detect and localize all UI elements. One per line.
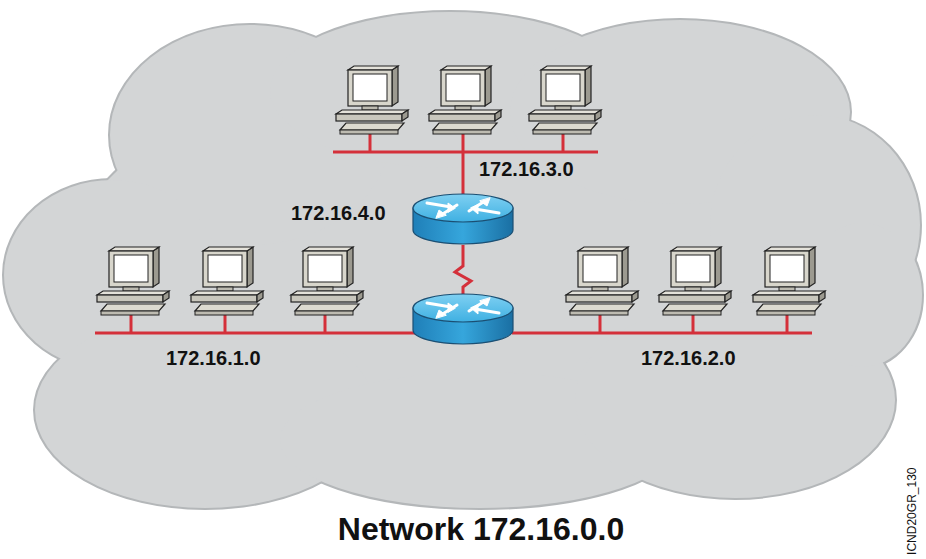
figure-code: ICND20GR_130 <box>906 468 920 555</box>
computer-icon <box>97 247 169 315</box>
computer-icon <box>429 66 501 134</box>
diagram-title: Network 172.16.0.0 <box>338 510 624 548</box>
lan-bus <box>333 151 598 154</box>
lan-bus <box>95 332 415 335</box>
cloud-outline <box>4 12 922 508</box>
computer-icon <box>753 247 825 315</box>
computer-icon <box>291 247 363 315</box>
subnet-label: 172.16.4.0 <box>291 201 386 225</box>
computer-icon <box>191 247 263 315</box>
subnet-label: 172.16.3.0 <box>479 157 574 181</box>
computer-icon <box>336 66 408 134</box>
computer-icon <box>566 247 638 315</box>
router-icon <box>413 294 513 344</box>
computer-icon <box>529 66 601 134</box>
subnet-label: 172.16.1.0 <box>166 346 261 370</box>
computer-icon <box>659 247 731 315</box>
subnet-label: 172.16.2.0 <box>641 346 736 370</box>
cloud-fill <box>4 12 922 508</box>
router-icon <box>413 194 513 244</box>
lan-bus <box>512 332 812 335</box>
